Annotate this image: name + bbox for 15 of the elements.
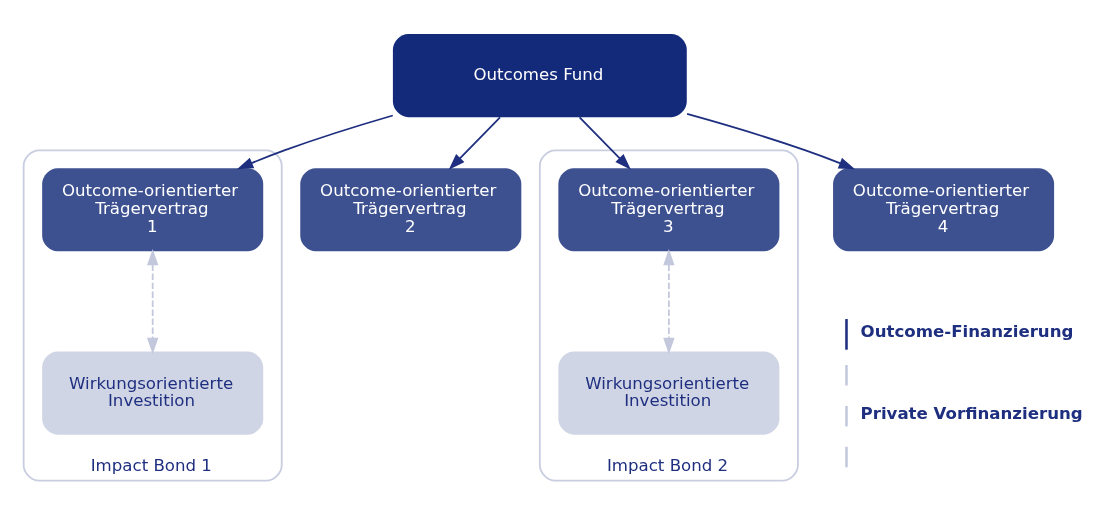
node-box: Outcome-orientierter Trägervertrag 3 <box>558 167 780 251</box>
arrow <box>146 248 159 354</box>
arrow <box>578 116 631 170</box>
arrow <box>236 114 394 169</box>
legend-label: Outcome-Finanzierung <box>860 321 1074 341</box>
node-box: Outcomes Fund <box>392 33 687 117</box>
node-box: Wirkungsorientierte Investition <box>558 351 780 435</box>
arrow <box>448 116 501 170</box>
node-box: Wirkungsorientierte Investition <box>42 351 264 435</box>
legend-label: Private Vorfinanzierung <box>860 403 1083 423</box>
arrow <box>686 112 856 169</box>
node-box: Outcome-orientierter Trägervertrag 4 <box>833 167 1055 251</box>
node-box: Outcome-orientierter Trägervertrag 1 <box>42 167 264 251</box>
node-box: Outcome-orientierter Trägervertrag 2 <box>300 167 522 251</box>
arrow <box>663 248 675 354</box>
